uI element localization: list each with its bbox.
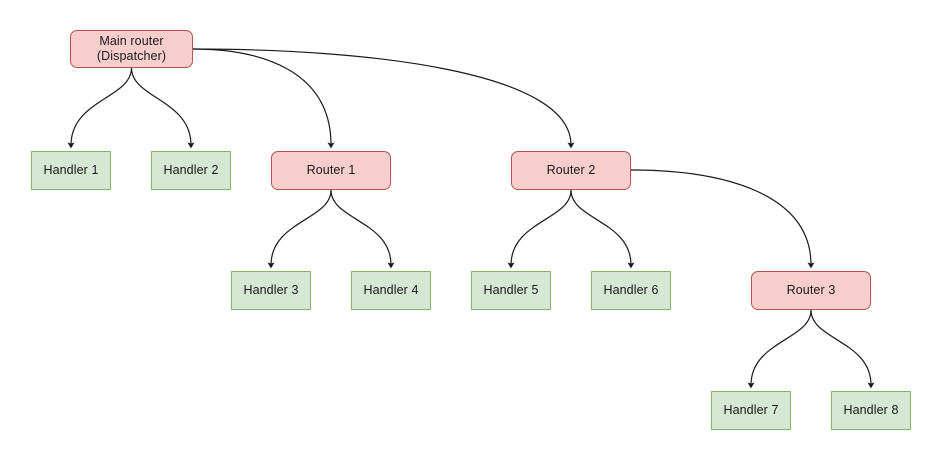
node-label-handler-3: Handler 3 xyxy=(243,283,299,297)
edge-router-2-to-router-3 xyxy=(630,169,815,269)
node-main-router[interactable]: Main router (Dispatcher) xyxy=(70,30,193,68)
node-router-3[interactable]: Router 3 xyxy=(751,271,871,310)
node-handler-2[interactable]: Handler 2 xyxy=(151,151,231,190)
node-label-handler-2: Handler 2 xyxy=(163,163,219,177)
edge-router-2-to-handler-5 xyxy=(507,189,572,269)
node-router-1[interactable]: Router 1 xyxy=(271,151,391,190)
edges-group xyxy=(67,48,875,389)
node-label-handler-6: Handler 6 xyxy=(603,283,659,297)
edge-router-3-to-handler-8 xyxy=(810,309,875,389)
node-handler-3[interactable]: Handler 3 xyxy=(231,271,311,310)
node-router-2[interactable]: Router 2 xyxy=(511,151,631,190)
node-label-handler-1: Handler 1 xyxy=(43,163,99,177)
edge-router-3-to-handler-7 xyxy=(747,309,812,389)
node-label-router-3: Router 3 xyxy=(786,283,836,297)
node-label-router-2: Router 2 xyxy=(546,163,596,177)
edge-router-2-to-handler-6 xyxy=(570,189,635,269)
edge-router-1-to-handler-4 xyxy=(330,189,395,269)
node-handler-5[interactable]: Handler 5 xyxy=(471,271,551,310)
node-label-router-1: Router 1 xyxy=(306,163,356,177)
node-label-handler-5: Handler 5 xyxy=(483,283,539,297)
node-label-main-router: Main router (Dispatcher) xyxy=(96,34,167,63)
node-handler-8[interactable]: Handler 8 xyxy=(831,391,911,430)
node-handler-6[interactable]: Handler 6 xyxy=(591,271,671,310)
node-label-handler-4: Handler 4 xyxy=(363,283,419,297)
node-handler-7[interactable]: Handler 7 xyxy=(711,391,791,430)
edge-main-to-handler-1 xyxy=(67,67,133,149)
node-label-handler-7: Handler 7 xyxy=(723,403,779,417)
node-handler-4[interactable]: Handler 4 xyxy=(351,271,431,310)
edge-main-to-handler-2 xyxy=(130,67,195,149)
node-handler-1[interactable]: Handler 1 xyxy=(31,151,111,190)
node-label-handler-8: Handler 8 xyxy=(843,403,899,417)
edge-main-to-router-1 xyxy=(192,48,335,149)
edge-router-1-to-handler-3 xyxy=(267,189,332,269)
edge-main-to-router-2 xyxy=(192,48,575,149)
